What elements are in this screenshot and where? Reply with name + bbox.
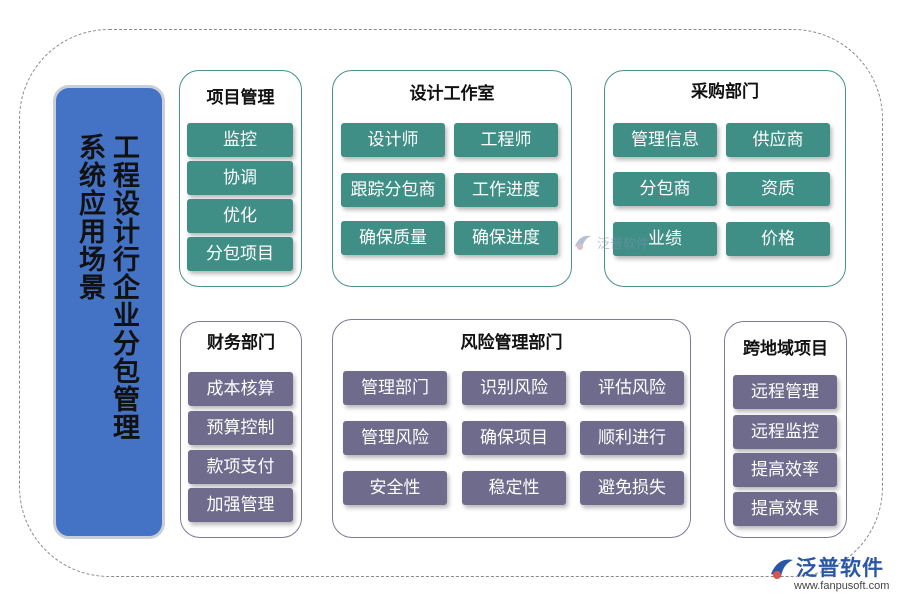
tag-item: 协调: [187, 161, 293, 195]
tag-item: 远程监控: [733, 415, 837, 449]
tag-item: 业绩: [613, 222, 717, 256]
tag-item: 远程管理: [733, 375, 837, 409]
watermark-logo-icon: [575, 235, 591, 250]
tag-item: 确保项目: [462, 421, 566, 455]
tag-item: 避免损失: [580, 471, 684, 505]
panel-purchasing: 采购部门 管理信息 供应商 分包商 资质 业绩 价格: [604, 70, 846, 287]
tag-item: 预算控制: [188, 411, 293, 445]
panel-design-studio: 设计工作室 设计师 工程师 跟踪分包商 工作进度 确保质量 确保进度: [332, 70, 572, 287]
tag-item: 识别风险: [462, 371, 566, 405]
panel-title: 风险管理部门: [460, 333, 563, 353]
tag-item: 管理部门: [343, 371, 447, 405]
logo-url: www.fanpusoft.com: [794, 580, 890, 592]
tag-item: 分包商: [613, 172, 717, 206]
logo-name: 泛普软件: [796, 556, 884, 580]
tag-item: 跟踪分包商: [341, 173, 445, 207]
title-line-1: 工程设计行企业分包管理: [108, 133, 139, 441]
brand-logo: 泛普软件 www.fanpusoft.com: [768, 552, 893, 596]
tag-item: 评估风险: [580, 371, 684, 405]
panel-risk-management: 风险管理部门 管理部门 识别风险 评估风险 管理风险 确保项目 顺利进行 安全性…: [332, 319, 691, 538]
tag-item: 稳定性: [462, 471, 566, 505]
panel-title: 采购部门: [691, 82, 759, 102]
watermark: 泛普软件: [572, 230, 649, 254]
scene-frame: [19, 29, 883, 577]
tag-item: 工作进度: [454, 173, 558, 207]
tag-item: 确保质量: [341, 221, 445, 255]
panel-cross-region: 跨地域项目 远程管理 远程监控 提高效率 提高效果: [724, 321, 847, 538]
tag-item: 资质: [726, 172, 830, 206]
tag-item: 安全性: [343, 471, 447, 505]
panel-title: 跨地域项目: [743, 339, 828, 359]
tag-item: 管理信息: [613, 123, 717, 157]
tag-item: 提高效率: [733, 453, 837, 487]
tag-item: 管理风险: [343, 421, 447, 455]
tag-item: 优化: [187, 199, 293, 233]
tag-item: 确保进度: [454, 221, 558, 255]
panel-finance: 财务部门 成本核算 预算控制 款项支付 加强管理: [180, 321, 302, 538]
panel-title: 项目管理: [206, 88, 275, 108]
tag-item: 供应商: [726, 123, 830, 157]
panel-project-management: 项目管理 监控 协调 优化 分包项目: [179, 70, 302, 287]
tag-item: 监控: [187, 123, 293, 157]
tag-item: 分包项目: [187, 237, 293, 271]
tag-item: 款项支付: [188, 450, 293, 484]
tag-item: 顺利进行: [580, 421, 684, 455]
tag-item: 提高效果: [733, 492, 837, 526]
watermark-text: 泛普软件: [597, 236, 650, 252]
tag-item: 成本核算: [188, 372, 293, 406]
fanpu-logo-icon: [771, 559, 793, 579]
tag-item: 设计师: [341, 123, 445, 157]
title-line-2: 系统应用场景: [74, 133, 105, 301]
tag-item: 价格: [726, 222, 830, 256]
panel-title: 财务部门: [207, 333, 275, 353]
title-box: 工程设计行企业分包管理 系统应用场景: [53, 85, 165, 539]
panel-title: 设计工作室: [409, 84, 495, 104]
tag-item: 加强管理: [188, 488, 293, 522]
tag-item: 工程师: [454, 123, 558, 157]
